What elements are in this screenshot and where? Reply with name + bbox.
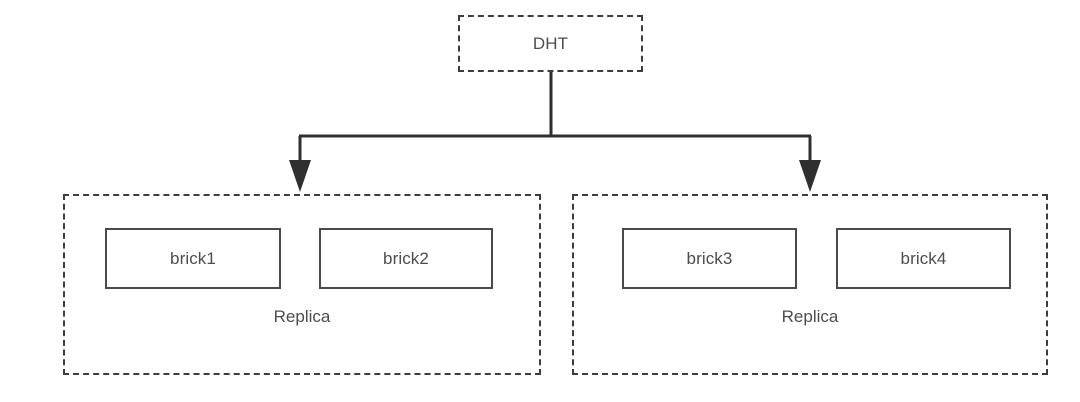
node-dht[interactable]: DHT [458,15,643,72]
node-brick1-label: brick1 [170,249,216,268]
replica-group-right-caption: Replica [781,307,839,326]
node-brick4[interactable]: brick4 [836,228,1011,289]
node-brick3-label: brick3 [686,249,733,268]
replica-group-left[interactable]: Replica [63,194,541,375]
arrowhead-left-icon [289,160,311,192]
node-brick2-label: brick2 [383,249,429,268]
node-brick2[interactable]: brick2 [319,228,493,289]
replica-group-right[interactable]: Replica [572,194,1048,375]
replica-group-left-caption: Replica [273,307,331,326]
arrowhead-right-icon [799,160,821,192]
node-brick1[interactable]: brick1 [105,228,281,289]
node-brick4-label: brick4 [900,249,947,268]
node-dht-label: DHT [532,34,569,53]
node-brick3[interactable]: brick3 [622,228,797,289]
